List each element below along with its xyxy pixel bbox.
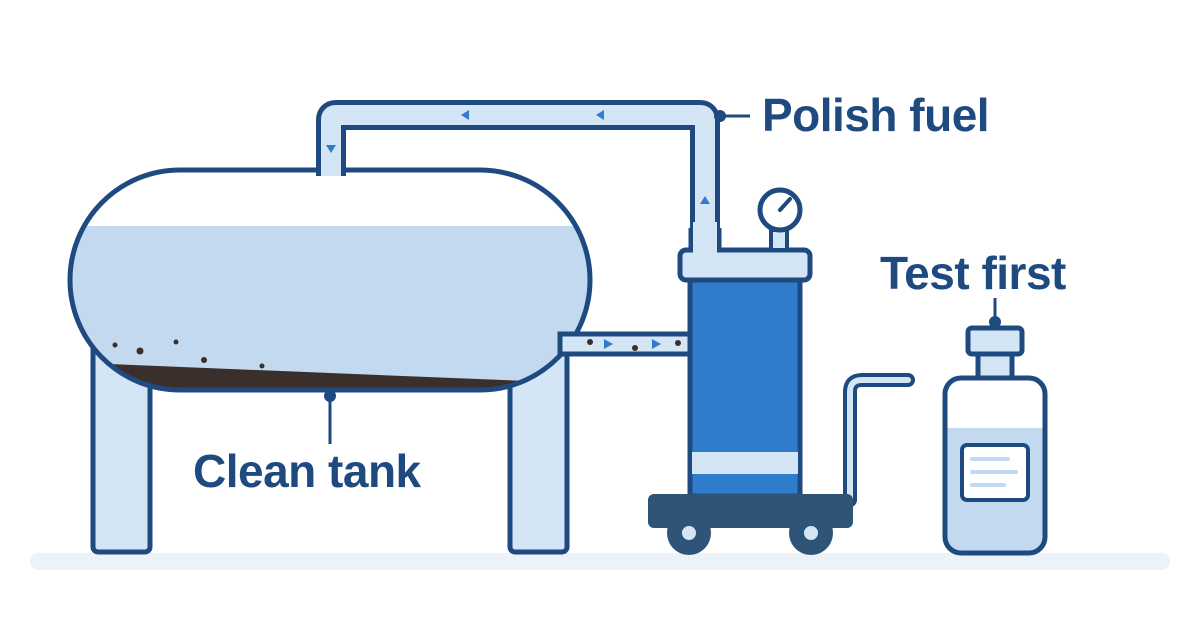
pressure-gauge-icon xyxy=(757,187,803,233)
callout-leader-clean xyxy=(324,390,336,444)
flow-arrow xyxy=(700,196,710,204)
cart-wheel xyxy=(789,511,833,555)
filter-cap xyxy=(677,247,813,283)
callout-leader-test xyxy=(989,298,1001,328)
outlet-pipe xyxy=(557,331,695,357)
flow-arrow xyxy=(652,339,661,349)
tank-fuel xyxy=(70,226,590,390)
filter-unit xyxy=(677,187,813,499)
storage-tank xyxy=(67,167,593,393)
cart-handle xyxy=(843,373,915,507)
test-first-label: Test first xyxy=(880,247,1066,299)
cart-handle-inner xyxy=(847,377,911,503)
polish-fuel-label: Polish fuel xyxy=(762,89,990,141)
flow-arrow xyxy=(326,145,336,153)
bottle-cap xyxy=(965,325,1025,357)
sample-bottle-icon xyxy=(942,325,1048,556)
tank-sludge xyxy=(70,362,590,390)
cart-wheel xyxy=(667,511,711,555)
flow-arrow xyxy=(461,110,469,120)
cart xyxy=(648,494,853,555)
callout-leader-polish xyxy=(714,110,750,122)
clean-tank-label: Clean tank xyxy=(193,445,421,497)
flow-arrow xyxy=(596,110,604,120)
filter-band xyxy=(692,452,798,474)
ground-strip xyxy=(30,553,1170,570)
gauge-stem xyxy=(769,228,789,252)
sediment-particles xyxy=(112,339,265,369)
flow-arrow xyxy=(604,339,613,349)
return-pipe xyxy=(316,100,720,262)
